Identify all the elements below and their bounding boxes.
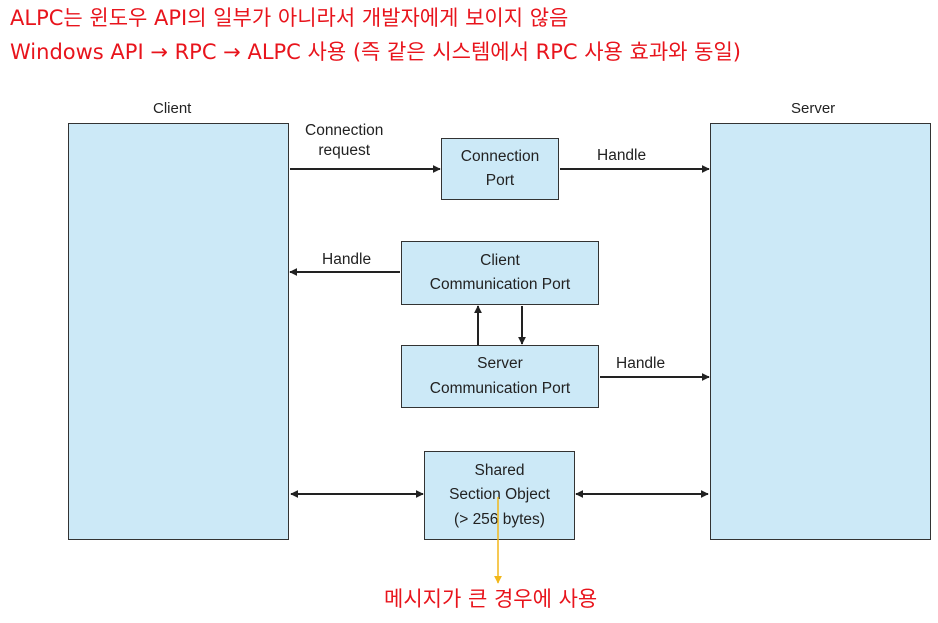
note-alpc-not-visible: ALPC는 윈도우 API의 일부가 아니라서 개발자에게 보이지 않음 <box>10 6 569 30</box>
client-communication-port-box: Client Communication Port <box>401 241 599 305</box>
server-box <box>710 123 931 540</box>
handle-label-server-comm: Handle <box>616 355 666 372</box>
server-communication-port-box: Server Communication Port <box>401 345 599 408</box>
server-label: Server <box>791 100 836 117</box>
client-box <box>68 123 289 540</box>
connection-request-label: Connection request <box>305 122 384 160</box>
note-api-rpc-alpc-flow: Windows API → RPC → ALPC 사용 (즉 같은 시스템에서 … <box>10 40 741 64</box>
footnote-large-message: 메시지가 큰 경우에 사용 <box>384 587 598 611</box>
shared-section-object-box: Shared Section Object (> 256 bytes) <box>424 451 575 540</box>
handle-label-client-comm: Handle <box>322 251 372 268</box>
connection-port-box: Connection Port <box>441 138 559 200</box>
handle-label-connection: Handle <box>597 147 647 164</box>
client-label: Client <box>153 100 192 117</box>
